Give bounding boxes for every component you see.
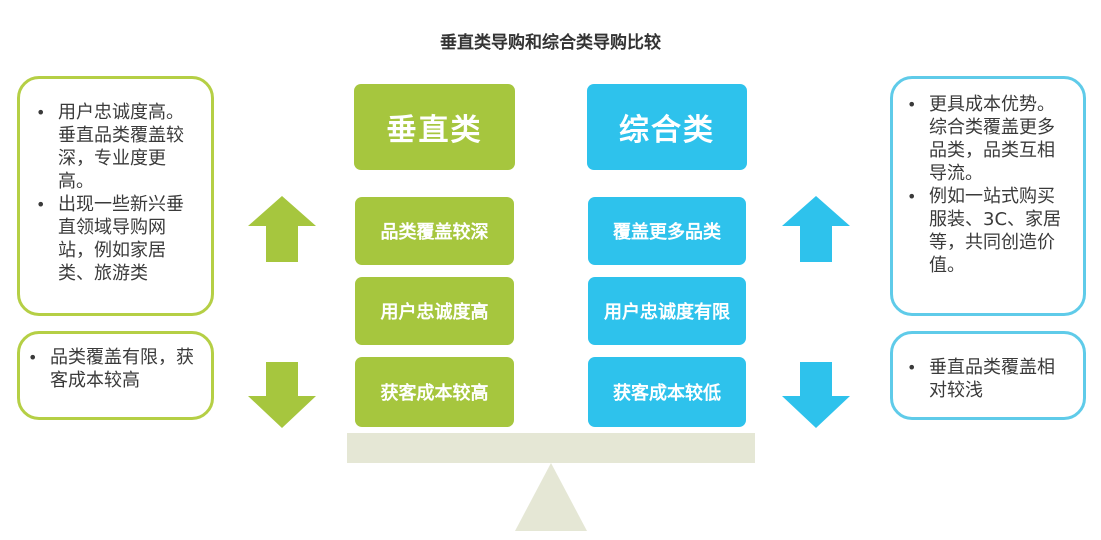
general-cons-note: 垂直品类覆盖相对较浅 bbox=[890, 331, 1086, 420]
vertical-pro-item: 出现一些新兴垂直领域导购网站，例如家居类、旅游类 bbox=[28, 193, 197, 285]
vertical-pros-note: 用户忠诚度高。垂直品类覆盖较深，专业度更高。 出现一些新兴垂直领域导购网站，例如… bbox=[17, 76, 214, 316]
general-pro-item: 例如一站式购买服装、3C、家居等，共同创造价值。 bbox=[899, 185, 1069, 277]
balance-beam bbox=[347, 433, 755, 463]
vertical-item-breadth: 品类覆盖较深 bbox=[355, 197, 514, 265]
vertical-header: 垂直类 bbox=[354, 84, 515, 170]
vertical-item-cost: 获客成本较高 bbox=[355, 357, 514, 427]
vertical-cons-note: 品类覆盖有限，获客成本较高 bbox=[17, 331, 214, 420]
general-pros-note: 更具成本优势。综合类覆盖更多品类，品类互相导流。 例如一站式购买服装、3C、家居… bbox=[890, 76, 1086, 316]
arrow-up-icon bbox=[782, 196, 850, 262]
general-pro-item: 更具成本优势。综合类覆盖更多品类，品类互相导流。 bbox=[899, 93, 1069, 185]
page-title: 垂直类导购和综合类导购比较 bbox=[440, 33, 661, 53]
vertical-con-item: 品类覆盖有限，获客成本较高 bbox=[20, 346, 197, 392]
arrow-up-icon bbox=[248, 196, 316, 262]
general-con-item: 垂直品类覆盖相对较浅 bbox=[899, 356, 1069, 402]
general-header: 综合类 bbox=[587, 84, 747, 170]
arrow-down-icon bbox=[248, 362, 316, 428]
general-item-breadth: 覆盖更多品类 bbox=[588, 197, 746, 265]
general-item-cost: 获客成本较低 bbox=[588, 357, 746, 427]
arrow-down-icon bbox=[782, 362, 850, 428]
vertical-pro-item: 用户忠诚度高。垂直品类覆盖较深，专业度更高。 bbox=[28, 101, 197, 193]
vertical-item-loyalty: 用户忠诚度高 bbox=[355, 277, 514, 345]
general-item-loyalty: 用户忠诚度有限 bbox=[588, 277, 746, 345]
fulcrum-triangle bbox=[515, 463, 587, 531]
